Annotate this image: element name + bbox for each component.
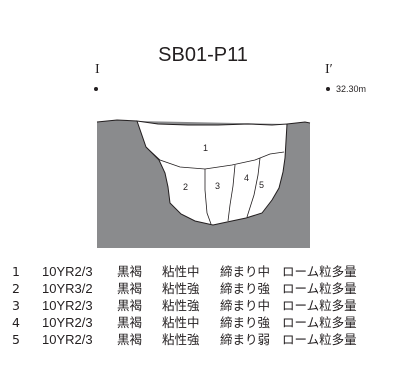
soil-color-name: 黒褐 [117,298,143,313]
legend-row: 2 10YR3/2 黒褐 粘性強 締まり強 ローム粒多量 [12,280,382,297]
compaction: 締まり強 [220,281,271,296]
legend-row: 4 10YR2/3 黒褐 粘性中 締まり強 ローム粒多量 [12,314,382,331]
ground-surface-line [96,119,311,125]
compaction: 締まり中 [220,298,271,313]
viscosity: 粘性中 [162,264,200,279]
section-marker-left: I [95,62,100,77]
munsell-color: 10YR2/3 [42,264,93,279]
layer-label-5: 5 [259,180,264,190]
ground-profile [97,120,310,248]
elevation-label: 32.30m [336,84,367,94]
munsell-color: 10YR2/3 [42,332,93,347]
soil-color-name: 黒褐 [117,332,143,347]
layer-number: 3 [12,298,20,313]
layer-number: 1 [12,264,20,279]
layer-legend: 1 10YR2/3 黒褐 粘性中 締まり中 ローム粒多量 2 10YR3/2 黒… [12,263,382,348]
inclusion: ローム粒多量 [282,298,357,313]
inclusion: ローム粒多量 [282,264,357,279]
munsell-color: 10YR2/3 [42,315,93,330]
compaction: 締まり弱 [220,332,271,347]
soil-color-name: 黒褐 [117,315,143,330]
legend-row: 3 10YR2/3 黒褐 粘性強 締まり中 ローム粒多量 [12,297,382,314]
layer-label-2: 2 [183,182,188,192]
viscosity: 粘性強 [162,298,200,313]
figure-title: SB01-P11 [158,44,248,66]
soil-color-name: 黒褐 [117,281,143,296]
inclusion: ローム粒多量 [282,281,357,296]
layer-boundary-2-3 [204,169,212,225]
layer-boundary-3-4 [227,164,236,222]
compaction: 締まり強 [220,315,271,330]
layer-boundary-4-5 [246,157,261,218]
munsell-color: 10YR2/3 [42,298,93,313]
munsell-color: 10YR3/2 [42,281,93,296]
section-marker-right: I′ [325,62,333,77]
layer-label-1: 1 [203,143,208,153]
inclusion: ローム粒多量 [282,315,357,330]
viscosity: 粘性強 [162,332,200,347]
pit-fill [136,120,288,226]
viscosity: 粘性強 [162,281,200,296]
layer-label-3: 3 [215,181,220,191]
legend-row: 5 10YR2/3 黒褐 粘性強 締まり弱 ローム粒多量 [12,331,382,348]
inclusion: ローム粒多量 [282,332,357,347]
layer-number: 5 [12,332,20,347]
legend-row: 1 10YR2/3 黒褐 粘性中 締まり中 ローム粒多量 [12,263,382,280]
section-point-left [94,87,98,91]
section-point-right [326,87,330,91]
soil-color-name: 黒褐 [117,264,143,279]
compaction: 締まり中 [220,264,271,279]
layer-number: 4 [12,315,20,330]
viscosity: 粘性中 [162,315,200,330]
layer-label-4: 4 [244,173,249,183]
layer-number: 2 [12,281,20,296]
layer-boundary-1 [145,146,285,170]
